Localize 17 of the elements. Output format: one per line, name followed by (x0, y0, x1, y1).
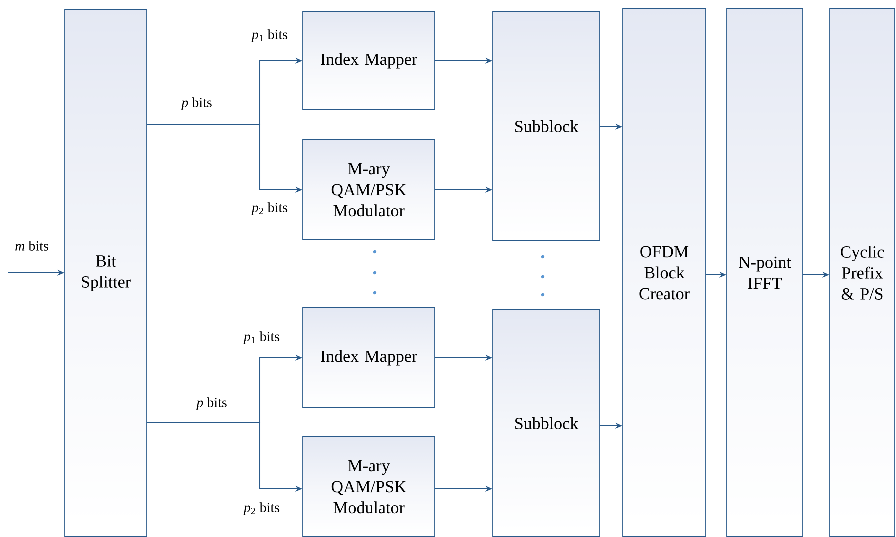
edge-label: m bits (14, 240, 50, 252)
block-box: M-ary QAM/PSK Modulator (302, 436, 436, 537)
block-box: Cyclic Prefix & P/S (830, 8, 896, 537)
block-box: Index Mapper (302, 12, 436, 110)
block-box: Subblock (492, 12, 600, 242)
edge-label: p$_{2}$ bits (250, 202, 290, 216)
edge-label: p$_{1}$ bits (250, 28, 290, 44)
block-box: M-ary QAM/PSK Modulator (302, 140, 436, 240)
block-box: OFDM Block Creator (622, 8, 706, 537)
block-box: N-point IFFT (726, 8, 804, 537)
block-box: Index Mapper (302, 308, 436, 408)
edge-label: p$_{1}$ bits (242, 330, 282, 346)
block-box: Subblock (492, 310, 600, 537)
block-box: Bit Splitter (64, 10, 148, 537)
bit-label: p bits (196, 396, 228, 412)
bit-label: p bits (180, 96, 214, 112)
edge-label: p$_{2}$ bits (242, 502, 282, 516)
